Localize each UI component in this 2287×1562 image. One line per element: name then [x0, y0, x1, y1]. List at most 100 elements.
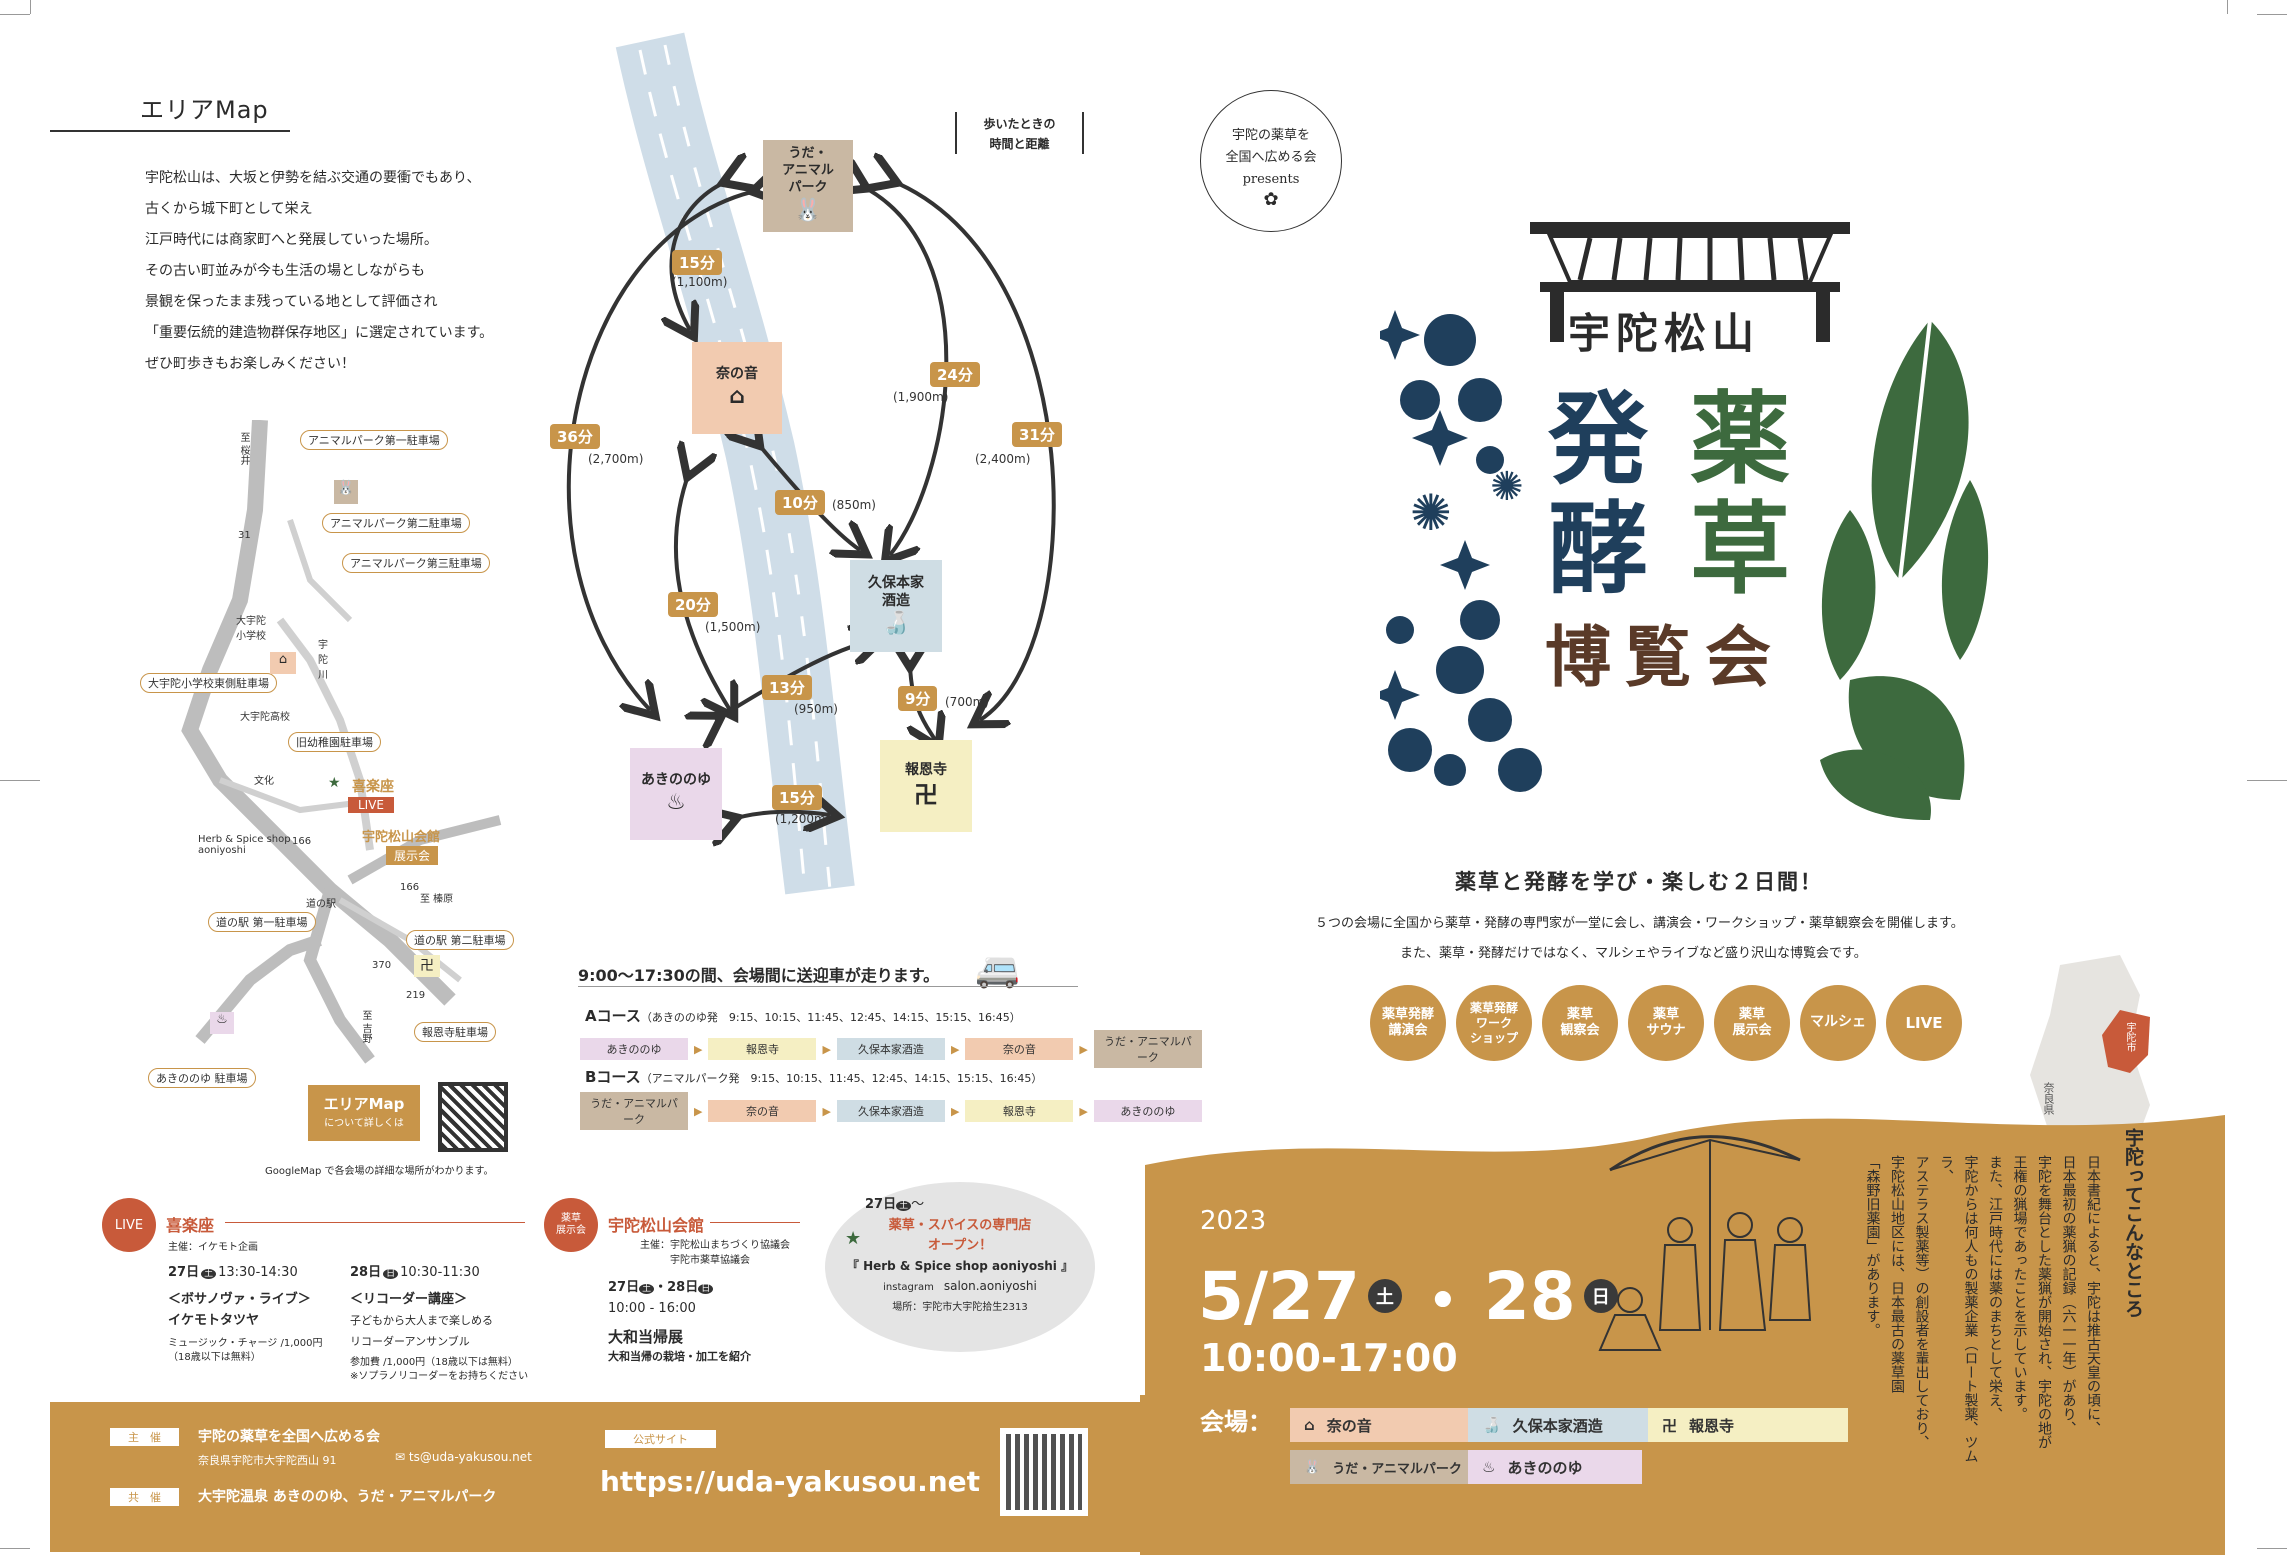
google-note: GoogleMap で各会場の詳細な場所がわかります。: [265, 1166, 494, 1177]
divider: [225, 1222, 525, 1223]
category-workshop: 薬草発酵 ワーク ショップ: [1456, 985, 1532, 1061]
onsen-icon: ♨: [210, 1012, 234, 1034]
map-parking2: アニマルパーク第二駐車場: [322, 513, 470, 533]
area-map: [181, 420, 502, 1064]
venue-chip-park: 🐰うだ・アニマルパーク: [1290, 1450, 1488, 1484]
distance-label: (1,500m): [705, 620, 761, 634]
house-icon: ⌂: [270, 652, 296, 674]
place-title: 宇陀松山: [1568, 309, 1761, 358]
manji-icon: 卍: [914, 780, 938, 809]
crop-mark: [2247, 780, 2287, 781]
map-akino-parking: あきののゆ 駐車場: [148, 1068, 256, 1088]
time-badge: 20分: [668, 592, 718, 617]
map-kirakuza: 喜楽座: [352, 779, 394, 795]
category-lecture: 薬草発酵 講演会: [1370, 985, 1446, 1061]
crop-mark: [2257, 1548, 2287, 1549]
crop-mark: [30, 0, 31, 14]
event-time: 10:00-17:00: [1200, 1336, 1458, 1380]
time-badge: 24分: [930, 362, 980, 387]
exhibit-tag: 薬草 展示会: [544, 1198, 598, 1252]
divider: [578, 986, 1078, 987]
time-badge: 15分(1,100m): [672, 250, 727, 289]
footer-band: [50, 1402, 1145, 1552]
co-label: 共 催: [110, 1488, 179, 1506]
map-exhibit-tag: 展示会: [386, 846, 439, 865]
map-kinder-parking: 旧幼稚園駐車場: [288, 732, 381, 752]
map-michi1: 道の駅 第一駐車場: [208, 912, 316, 932]
description-2: また、薬草・発酵だけではなく、マルシェやライブなど盛り沢山な博覧会です。: [1400, 946, 1867, 961]
venue-chip-naranone: ⌂奈の音: [1290, 1408, 1488, 1442]
crop-mark: [0, 1548, 30, 1549]
category-sauna: 薬草 サウナ: [1628, 985, 1704, 1061]
map-river: 宇 陀 川: [318, 640, 328, 681]
venue-houon-box: 報恩寺 卍: [880, 740, 972, 832]
sake-icon: 🍶: [1482, 1416, 1501, 1434]
distance-label: (700m): [945, 695, 989, 709]
shop-bubble: [825, 1182, 1095, 1352]
venue-label: 会場：: [1200, 1408, 1272, 1436]
title-kou: 酵: [1548, 491, 1648, 608]
event-date: 5/27 土 ・ 28 日: [1198, 1248, 1618, 1344]
distance-label: (950m): [794, 702, 838, 716]
presents-circle: 宇陀の薬草を 全国へ広める会 presents ✿: [1200, 90, 1342, 232]
live-tag: LIVE: [102, 1198, 156, 1252]
uda-city-label: 宇陀市: [2124, 1022, 2135, 1052]
svg-text:✺: ✺: [1490, 464, 1524, 510]
crop-mark: [2227, 0, 2228, 14]
title-yaku: 薬: [1690, 381, 1790, 498]
sake-icon: 🍶: [882, 610, 910, 636]
divider: [710, 1222, 800, 1223]
distance-label: (2,700m): [588, 452, 644, 466]
tagline: 薬草と発酵を学び・楽しむ２日間！: [1455, 870, 1823, 894]
crop-mark: [0, 14, 30, 15]
distance-label: (2,400m): [975, 452, 1031, 466]
map-school: 大宇陀 小学校: [236, 616, 266, 642]
map-hall: 宇陀松山会館: [362, 830, 441, 845]
exhibit-details: 27日土・28日日 10:00 - 16:00 大和当帰展 大和当帰の栽培・加工…: [608, 1280, 751, 1363]
dots-decoration: ✺ ✺: [1380, 310, 1542, 792]
roof-graphic: [1530, 222, 1850, 342]
site-label: 公式サイト: [605, 1430, 716, 1448]
manji-icon: 卍: [414, 955, 440, 977]
org-mail[interactable]: ✉ ts@uda-yakusou.net: [395, 1450, 532, 1464]
venue-naranone-box: 奈の音 ⌂: [692, 342, 782, 434]
map-parking3: アニマルパーク第三駐車場: [342, 553, 490, 573]
house-icon: ⌂: [1304, 1416, 1315, 1434]
venue-chip-houon: 卍報恩寺: [1648, 1408, 1848, 1442]
rabbit-icon: 🐰: [794, 198, 822, 224]
area-map-button[interactable]: エリアMap について詳しくは: [308, 1085, 420, 1141]
map-school-parking: 大宇陀小学校東側駐車場: [140, 673, 277, 693]
qr-code-icon: [1000, 1428, 1088, 1516]
course-b-route: うだ・アニマルパーク▶ 奈の音▶ 久保本家酒造▶ 報恩寺▶ あきののゆ: [580, 1092, 1202, 1130]
time-badge: 10分: [775, 490, 825, 515]
category-exhibit: 薬草 展示会: [1714, 985, 1790, 1061]
rabbit-icon: 🐰: [334, 480, 358, 504]
map-route-219: 219: [406, 990, 426, 1001]
exhibit-host: 主催：宇陀松山まちづくり協議会宇陀市薬草協議会: [640, 1240, 790, 1266]
distance-label: (850m): [832, 498, 876, 512]
description-1: ５つの会場に全国から薬草・発酵の専門家が一堂に会し、講演会・ワークショップ・薬草…: [1315, 916, 1964, 931]
map-parking1: アニマルパーク第一駐車場: [300, 430, 448, 450]
distance-label: (1,200m): [775, 812, 831, 826]
time-badge: 36分: [550, 424, 600, 449]
course-a-route: あきののゆ▶ 報恩寺▶ 久保本家酒造▶ 奈の音▶ うだ・アニマルパーク: [580, 1030, 1202, 1068]
crop-mark: [0, 780, 40, 781]
map-route-166b: 166: [400, 882, 420, 893]
venue-kubo-box: 久保本家 酒造 🍶: [850, 560, 942, 652]
walk-diagram: [566, 32, 1056, 895]
rabbit-icon: 🐰: [1304, 1459, 1321, 1475]
onsen-icon: ♨: [1482, 1458, 1496, 1476]
flower-icon: ✿: [1263, 189, 1279, 210]
title-sou: 草: [1690, 491, 1790, 608]
time-badge: 13分: [762, 675, 812, 700]
event-year: 2023: [1200, 1206, 1267, 1236]
org-address: 奈良県宇陀市大宇陀西山 91: [198, 1454, 337, 1467]
site-url[interactable]: https://uda-yakusou.net: [600, 1465, 981, 1498]
area-map-title: エリアMap: [140, 96, 269, 124]
category-live: LIVE: [1886, 985, 1962, 1061]
exhibit-venue: 宇陀松山会館: [608, 1216, 705, 1235]
intro-text: 宇陀松山は、大坂と伊勢を結ぶ交通の要衝でもあり、 古くから城下町として栄え 江戸…: [145, 170, 494, 372]
venue-chip-akino: ♨あきののゆ: [1468, 1450, 1642, 1484]
